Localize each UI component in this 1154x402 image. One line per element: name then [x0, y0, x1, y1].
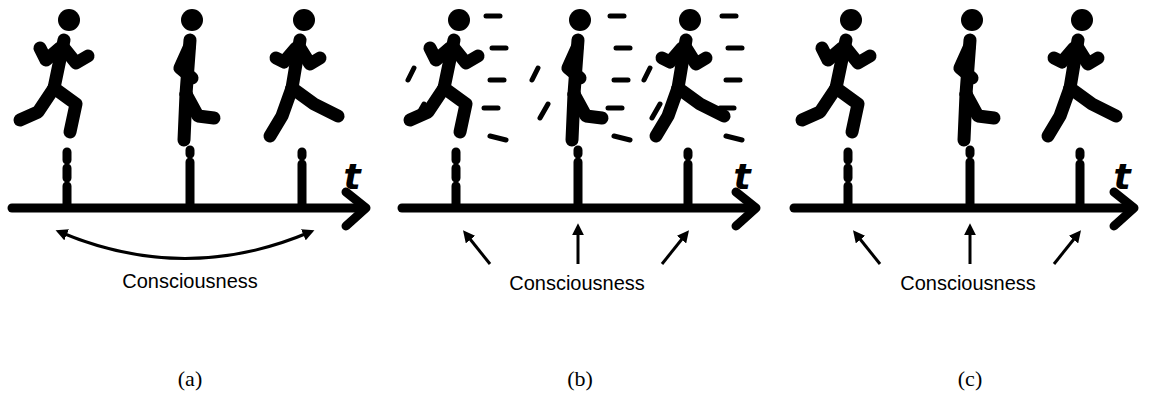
panel-label: (a)	[178, 366, 202, 391]
time-tick	[684, 152, 693, 205]
time-tick	[63, 152, 72, 205]
axis-arrow	[346, 192, 366, 226]
time-tick	[574, 150, 583, 205]
span-arrow	[60, 232, 310, 259]
time-tick	[1076, 152, 1085, 205]
time-tick	[298, 152, 307, 205]
runner-figure	[568, 9, 602, 140]
runner-figure	[960, 9, 994, 140]
axis-label: t	[733, 156, 750, 197]
time-axis	[402, 204, 752, 213]
runner-figure	[20, 9, 88, 132]
motion-lines	[644, 16, 742, 140]
time-tick	[966, 150, 975, 205]
motion-lines	[532, 16, 630, 140]
time-tick	[186, 150, 195, 205]
pointer-arrow	[577, 228, 580, 264]
axis-label: t	[1113, 156, 1130, 197]
pointer-arrow	[466, 234, 490, 264]
panel-c	[794, 9, 1134, 264]
axis-arrow	[736, 192, 756, 226]
runner-figure	[802, 9, 870, 132]
runner-figure	[656, 9, 724, 136]
motion-lines	[408, 16, 506, 140]
panel-b	[402, 9, 756, 264]
runner-figure	[1048, 9, 1116, 136]
panel-label: (c)	[958, 366, 982, 391]
time-axis	[12, 204, 362, 213]
runner-figure	[270, 9, 338, 136]
time-tick	[452, 152, 461, 205]
runner-figure	[180, 9, 214, 140]
panel-a	[12, 9, 366, 259]
panel-label: (b)	[567, 366, 593, 391]
time-axis	[794, 204, 1130, 213]
time-tick	[844, 152, 853, 205]
axis-label: t	[343, 156, 360, 197]
annotation-label: Consciousness	[122, 270, 258, 293]
pointer-arrow	[662, 234, 686, 264]
axis-arrow	[1114, 192, 1134, 226]
pointer-arrow	[969, 228, 972, 264]
pointer-arrow	[1054, 234, 1078, 264]
annotation-label: Consciousness	[509, 272, 645, 295]
annotation-label: Consciousness	[900, 272, 1036, 295]
pointer-arrow	[856, 234, 880, 264]
